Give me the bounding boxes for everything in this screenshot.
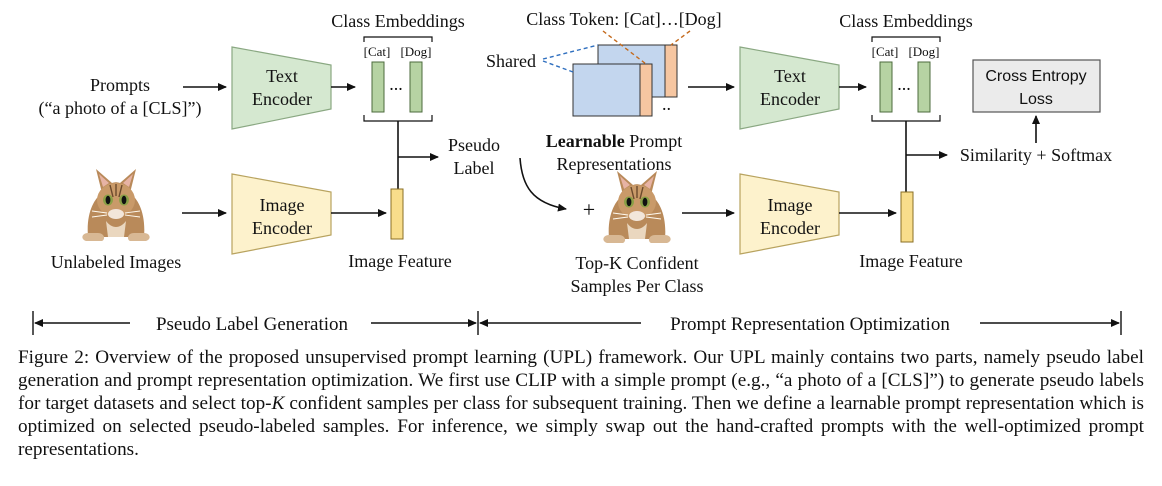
right-embeddings-bottom-bracket <box>871 115 941 122</box>
plus-sign: + <box>583 197 595 222</box>
shared-label: Shared <box>486 51 536 71</box>
prompt-back-orange-token <box>664 44 678 98</box>
pseudo-label-generation-label: Pseudo Label Generation <box>156 314 349 335</box>
selected-cat-image <box>602 170 672 244</box>
right-embeddings-top-bracket <box>871 36 941 42</box>
shared-dashed-line-2 <box>542 60 574 73</box>
prompt-front-card <box>572 63 641 117</box>
right-dog-embedding <box>917 61 931 113</box>
left-dog-tag: [Dog] <box>400 44 431 59</box>
right-image-encoder-label-1: Image <box>768 195 813 215</box>
right-image-encoder <box>739 173 840 255</box>
left-image-feature-label: Image Feature <box>348 251 451 271</box>
pseudo-label-line-1: Pseudo <box>448 135 500 155</box>
right-image-encoder-label-2: Encoder <box>760 218 820 238</box>
left-dog-embedding <box>409 61 423 113</box>
token-dashed-line-1 <box>602 30 647 65</box>
class-token-label: Class Token: [Cat]…[Dog] <box>526 9 721 29</box>
topk-label-line-2: Samples Per Class <box>571 276 704 296</box>
left-image-encoder-label-2: Encoder <box>252 218 312 238</box>
left-text-encoder-label-2: Encoder <box>252 89 312 109</box>
right-image-feature-bar <box>900 191 914 243</box>
prompt-front-orange-token <box>639 63 653 117</box>
left-image-encoder <box>231 173 332 255</box>
pseudo-label-line-2: Label <box>454 158 495 178</box>
left-image-feature-bar <box>390 188 404 240</box>
left-cat-tag: [Cat] <box>364 44 391 59</box>
right-dog-tag: [Dog] <box>908 44 939 59</box>
prompt-representation-optimization-label: Prompt Representation Optimization <box>670 314 950 335</box>
left-text-encoder-label-1: Text <box>266 66 298 86</box>
unlabeled-cat-image <box>81 168 151 242</box>
prompt-stack-dots: .. <box>662 94 671 114</box>
pseudo-label-to-plus-arrow <box>519 157 567 212</box>
left-embedding-ellipsis: ... <box>389 74 403 94</box>
prompts-label: Prompts <box>90 75 150 95</box>
similarity-softmax-label: Similarity + Softmax <box>960 145 1112 165</box>
right-embedding-ellipsis: ... <box>897 74 911 94</box>
right-class-embeddings-title: Class Embeddings <box>839 11 973 31</box>
right-cat-embedding <box>879 61 893 113</box>
left-image-encoder-label-1: Image <box>260 195 305 215</box>
right-text-encoder-label-2: Encoder <box>760 89 820 109</box>
left-class-embeddings-title: Class Embeddings <box>331 11 465 31</box>
token-dashed-line-2 <box>670 30 691 46</box>
cross-entropy-loss-label-1: Cross Entropy <box>985 68 1086 85</box>
right-image-feature-label: Image Feature <box>859 251 962 271</box>
right-text-encoder-label-1: Text <box>774 66 806 86</box>
figure-caption: Figure 2: Overview of the proposed unsup… <box>18 347 1144 460</box>
learnable-prompt-label: Learnable Prompt <box>546 131 683 151</box>
representations-label: Representations <box>557 154 672 174</box>
prompts-example-label: (“a photo of a [CLS]”) <box>39 98 202 119</box>
left-cat-embedding <box>371 61 385 113</box>
right-cat-tag: [Cat] <box>872 44 899 59</box>
left-text-encoder <box>231 46 332 130</box>
cross-entropy-loss-label-2: Loss <box>1019 91 1053 108</box>
left-embeddings-bottom-bracket <box>363 115 433 122</box>
left-embeddings-top-bracket <box>363 36 433 42</box>
unlabeled-images-label: Unlabeled Images <box>51 252 181 272</box>
cross-entropy-loss-box <box>972 59 1101 113</box>
right-text-encoder <box>739 46 840 130</box>
shared-dashed-line-1 <box>542 44 599 60</box>
topk-label-line-1: Top-K Confident <box>575 253 698 273</box>
